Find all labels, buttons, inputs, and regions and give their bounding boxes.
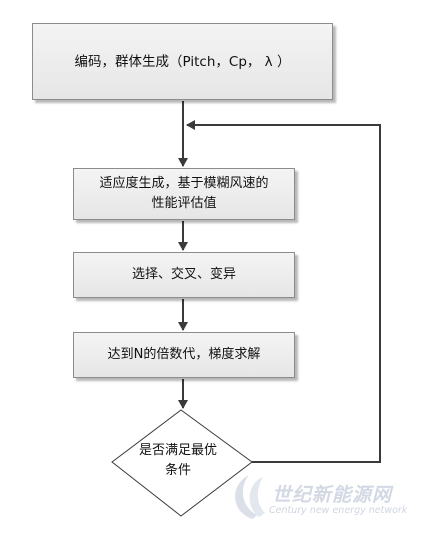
- watermark-logo-icon: [235, 475, 265, 519]
- watermark-subtitle: Century new energy network: [269, 505, 408, 516]
- step-fitness-box: 适应度生成，基于模糊风速的 性能评估值: [73, 168, 295, 220]
- watermark-title: 世纪新能源网: [272, 484, 393, 506]
- decision-label: 是否满足最优 条件: [128, 441, 228, 481]
- step-encode-label: 编码，群体生成（Pitch，Cp， λ ）: [74, 53, 291, 70]
- step-gradient-label: 达到N的倍数代，梯度求解: [107, 347, 261, 362]
- step-encode-box: 编码，群体生成（Pitch，Cp， λ ）: [32, 23, 333, 100]
- decision-diamond: [111, 409, 253, 517]
- step-fitness-label-line1: 适应度生成，基于模糊风速的: [99, 176, 269, 191]
- step-gradient-box: 达到N的倍数代，梯度求解: [73, 332, 295, 378]
- decision-label-line1: 是否满足最优: [138, 443, 217, 458]
- loop-back-arrow: [186, 120, 381, 463]
- step-genetic-ops-box: 选择、交叉、变异: [73, 252, 295, 298]
- decision-label-line2: 条件: [164, 463, 191, 478]
- step-fitness-label-line2: 性能评估值: [151, 196, 217, 211]
- step-genetic-ops-label: 选择、交叉、变异: [131, 267, 236, 282]
